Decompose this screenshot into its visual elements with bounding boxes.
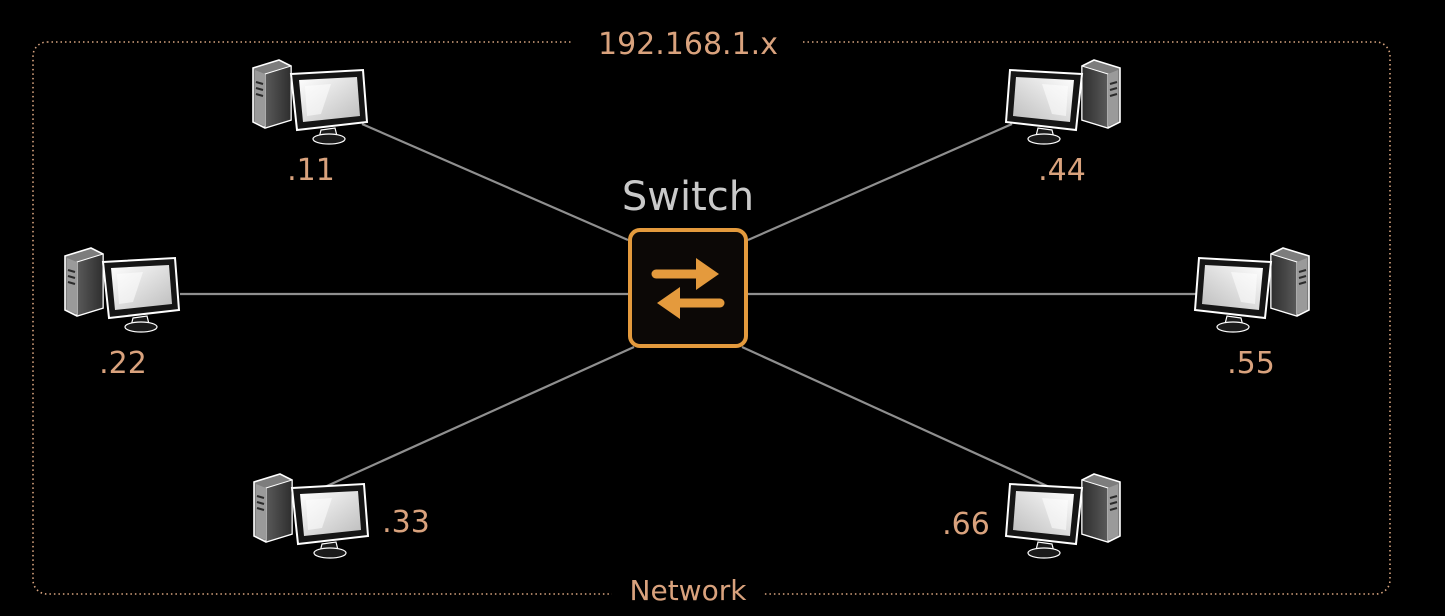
desktop-computer-icon [64,247,180,333]
bidirectional-arrows-icon [651,258,725,319]
host-33[interactable]: .33 [253,473,430,559]
host-55-label: .55 [1227,346,1275,381]
network-label: Network [630,574,748,607]
host-44-label: .44 [1038,153,1086,188]
network-switch[interactable] [628,228,748,348]
host-11-label: .11 [287,153,335,188]
desktop-computer-icon [1006,60,1120,144]
host-66-label: .66 [942,507,990,542]
desktop-computer-icon [1006,474,1120,558]
desktop-computer-icon [1195,248,1309,332]
desktop-computer-icon [253,473,369,559]
host-33-label: .33 [382,505,430,540]
host-11[interactable]: .11 [252,59,368,188]
link-host-44 [747,122,1013,242]
link-host-66 [741,345,1057,492]
host-55[interactable]: .55 [1195,248,1309,381]
link-host-11 [361,122,629,242]
connection-links [180,122,1198,492]
switch-label: Switch [622,174,754,220]
host-22-label: .22 [99,346,147,381]
subnet-label: 192.168.1.x [598,27,778,62]
host-44[interactable]: .44 [1006,60,1120,188]
switch-box [628,228,748,348]
desktop-computer-icon [252,59,368,145]
link-host-33 [317,345,635,492]
host-66[interactable]: .66 [942,474,1120,558]
host-22[interactable]: .22 [64,247,180,381]
